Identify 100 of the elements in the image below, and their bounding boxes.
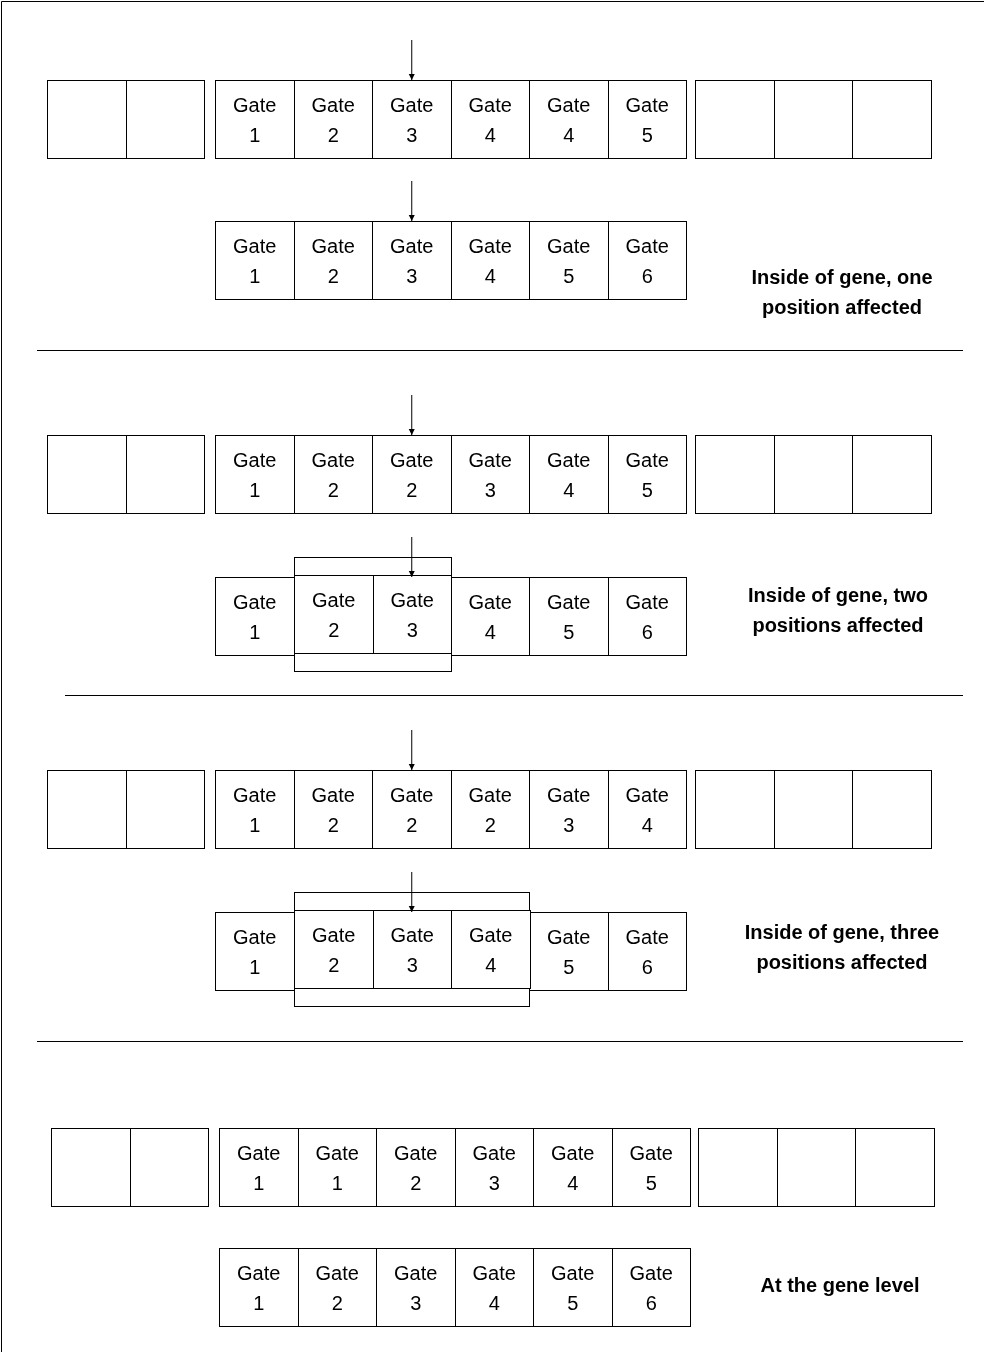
gate-cell [450, 435, 530, 514]
gate-label: Gate 2 [394, 1140, 438, 1196]
gate-cell [372, 910, 452, 989]
gate-label: Gate 4 [625, 782, 669, 838]
gate-cell [372, 770, 452, 849]
gate-label: Gate 4 [547, 92, 591, 148]
gate-label: Gate 1 [233, 92, 277, 148]
gate-label: Gate 3 [390, 922, 434, 978]
arrow [408, 394, 415, 436]
gate-cell [215, 577, 295, 656]
gate-label: Gate 4 [472, 1260, 516, 1316]
gate-cell [293, 770, 373, 849]
gate-label: Gate 6 [625, 233, 669, 289]
gate-label: Gate 1 [233, 233, 277, 289]
gate-label: Gate 6 [625, 924, 669, 980]
gate-label: Gate 1 [315, 1140, 359, 1196]
gate-label: Gate 1 [233, 924, 277, 980]
gate-cell [607, 80, 687, 159]
gate-label: Gate 2 [311, 782, 355, 838]
gate-cell [529, 435, 609, 514]
gate-cell [294, 910, 374, 989]
gate-cell [533, 1128, 613, 1207]
gate-cell [297, 1248, 377, 1327]
gate-cell [297, 1128, 377, 1207]
gate-cell [215, 770, 295, 849]
gate-label: Gate 2 [312, 922, 356, 978]
gate-label: Gate 1 [233, 447, 277, 503]
gate-label: Gate 2 [390, 782, 434, 838]
arrow [408, 871, 415, 913]
gate-cell [450, 770, 530, 849]
gate-label: Gate 4 [468, 233, 512, 289]
gate-label: Gate 6 [629, 1260, 673, 1316]
gate-cell [293, 80, 373, 159]
arrow [408, 180, 415, 222]
gate-label: Gate 3 [547, 782, 591, 838]
gate-label: Gate 2 [315, 1260, 359, 1316]
section-caption: Inside of gene, one position affected [750, 265, 934, 320]
gate-label: Gate 4 [547, 447, 591, 503]
gate-label: Gate 2 [311, 233, 355, 289]
gate-cell [293, 221, 373, 300]
gate-cell [454, 1248, 534, 1327]
gate-cell [372, 80, 452, 159]
gate-label: Gate 4 [469, 922, 513, 978]
section-caption: At the gene level [759, 1273, 921, 1298]
gate-cell [529, 912, 609, 991]
bracket-frame [294, 557, 452, 672]
gate-cell [533, 1248, 613, 1327]
gate-label: Gate 5 [547, 233, 591, 289]
gate-label: Gate 1 [233, 782, 277, 838]
section-caption: Inside of gene, two positions affected [747, 583, 929, 638]
gate-label: Gate 6 [625, 589, 669, 645]
gate-cell [215, 912, 295, 991]
arrow [408, 729, 415, 771]
gate-cell [454, 1128, 534, 1207]
gate-label: Gate 4 [468, 589, 512, 645]
gate-label: Gate 5 [547, 924, 591, 980]
gate-label: Gate 2 [311, 447, 355, 503]
gate-cell [607, 770, 687, 849]
gate-cell [215, 435, 295, 514]
gate-label: Gate 5 [629, 1140, 673, 1196]
gate-label: Gate 5 [625, 92, 669, 148]
gate-label: Gate 3 [390, 92, 434, 148]
gate-cell [293, 435, 373, 514]
gate-cell [607, 221, 687, 300]
gate-label: Gate 3 [390, 233, 434, 289]
gate-cell [294, 575, 374, 654]
section-caption: Inside of gene, three positions affected [743, 920, 941, 975]
gate-label: Gate 3 [468, 447, 512, 503]
arrow [408, 39, 415, 81]
gate-label: Gate 2 [468, 782, 512, 838]
gate-cell [215, 80, 295, 159]
gate-cell [450, 577, 530, 656]
gate-label: Gate 2 [311, 92, 355, 148]
gate-cell [611, 1248, 691, 1327]
gate-cell [451, 910, 531, 989]
gate-cell [611, 1128, 691, 1207]
gate-cell [607, 435, 687, 514]
bracket-frame [294, 892, 530, 1007]
gate-cell [372, 575, 452, 654]
gate-cell [376, 1248, 456, 1327]
gate-cell [529, 221, 609, 300]
arrow [408, 536, 415, 578]
gate-label: Gate 2 [312, 587, 356, 643]
gate-cell [376, 1128, 456, 1207]
gate-label: Gate 3 [394, 1260, 438, 1316]
gate-cell [372, 435, 452, 514]
gate-cell [529, 770, 609, 849]
gate-label: Gate 5 [547, 589, 591, 645]
gate-label: Gate 4 [468, 92, 512, 148]
gate-cell [607, 577, 687, 656]
gate-label: Gate 1 [237, 1260, 281, 1316]
gate-cell [450, 80, 530, 159]
gate-cell [219, 1248, 299, 1327]
gate-cell [219, 1128, 299, 1207]
gate-cell [529, 577, 609, 656]
gate-cell [529, 80, 609, 159]
gate-cell [450, 221, 530, 300]
gate-label: Gate 1 [237, 1140, 281, 1196]
gate-label: Gate 5 [625, 447, 669, 503]
gate-label: Gate 3 [472, 1140, 516, 1196]
